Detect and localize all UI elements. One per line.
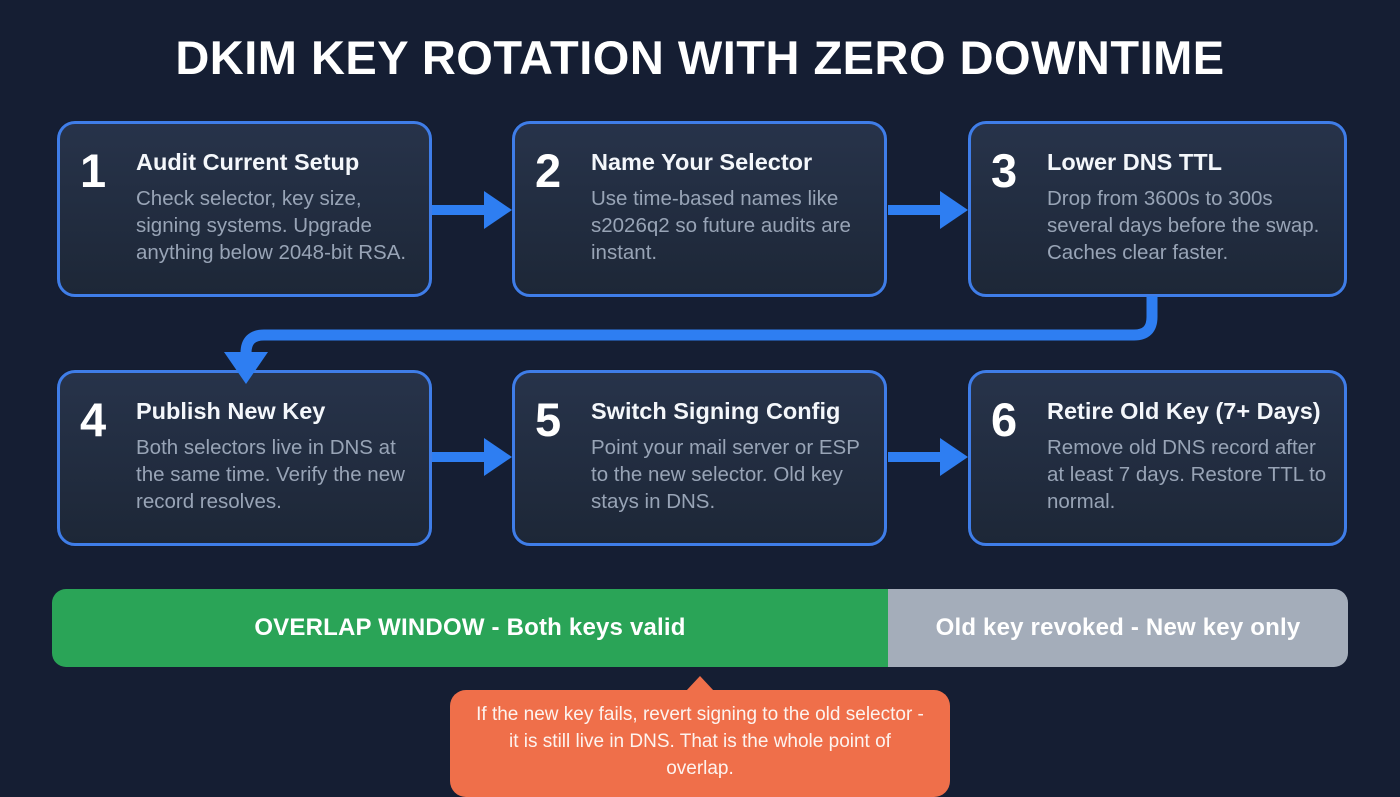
page-title: DKIM KEY ROTATION WITH ZERO DOWNTIME [175,31,1225,84]
step-content: Lower DNS TTL Drop from 3600s to 300s se… [1047,146,1330,276]
overlap-callout: If the new key fails, revert signing to … [450,676,950,797]
step-content: Audit Current Setup Check selector, key … [136,146,415,276]
arrow-right-icon [432,438,512,476]
callout-text: If the new key fails, revert signing to … [476,704,924,779]
step-card-2: 2 Name Your Selector Use time-based name… [512,121,887,297]
step-number: 2 [535,144,562,197]
step-description: Use time-based names like s2026q2 so fut… [591,187,851,265]
arrow-shaft [432,205,488,215]
step-content: Retire Old Key (7+ Days) Remove old DNS … [1047,395,1330,525]
step-card-1: 1 Audit Current Setup Check selector, ke… [57,121,432,297]
step-title: Lower DNS TTL [1047,149,1222,175]
arrow-head [484,438,512,476]
step-title: Retire Old Key (7+ Days) [1047,398,1321,424]
step-title: Switch Signing Config [591,398,841,424]
step-description: Drop from 3600s to 300s several days bef… [1047,187,1320,265]
arrow-head [940,438,968,476]
overlap-window-segment: OVERLAP WINDOW - Both keys valid [52,589,888,667]
step-title: Name Your Selector [591,149,813,175]
arrow-head [940,191,968,229]
step-description: Remove old DNS record after at least 7 d… [1047,436,1327,514]
step-content: Switch Signing Config Point your mail se… [591,395,870,525]
step-card-5: 5 Switch Signing Config Point your mail … [512,370,887,546]
step-number: 5 [535,393,562,446]
arrow-shaft [888,205,944,215]
step-number: 4 [80,393,107,446]
step-description: Point your mail server or ESP to the new… [591,436,860,514]
step-description: Both selectors live in DNS at the same t… [136,436,405,514]
step-title: Audit Current Setup [136,149,360,175]
step-card-4: 4 Publish New Key Both selectors live in… [57,370,432,546]
callout-pointer-icon [686,676,714,691]
step-card-3: 3 Lower DNS TTL Drop from 3600s to 300s … [968,121,1347,297]
step-number: 6 [991,393,1018,446]
step-content: Publish New Key Both selectors live in D… [136,395,415,525]
old-key-revoked-segment: Old key revoked - New key only [888,589,1348,667]
step-number: 1 [80,144,107,197]
step-title: Publish New Key [136,398,326,424]
arrow-right-icon [888,438,968,476]
step-card-6: 6 Retire Old Key (7+ Days) Remove old DN… [968,370,1347,546]
arrow-shaft [432,452,488,462]
step-description: Check selector, key size, signing system… [136,187,407,265]
arrow-shaft [888,452,944,462]
arrow-head [484,191,512,229]
step-content: Name Your Selector Use time-based names … [591,146,870,276]
arrow-right-icon [432,191,512,229]
key-validity-timeline: OVERLAP WINDOW - Both keys valid Old key… [52,589,1348,667]
step-number: 3 [991,144,1018,197]
arrow-right-icon [888,191,968,229]
